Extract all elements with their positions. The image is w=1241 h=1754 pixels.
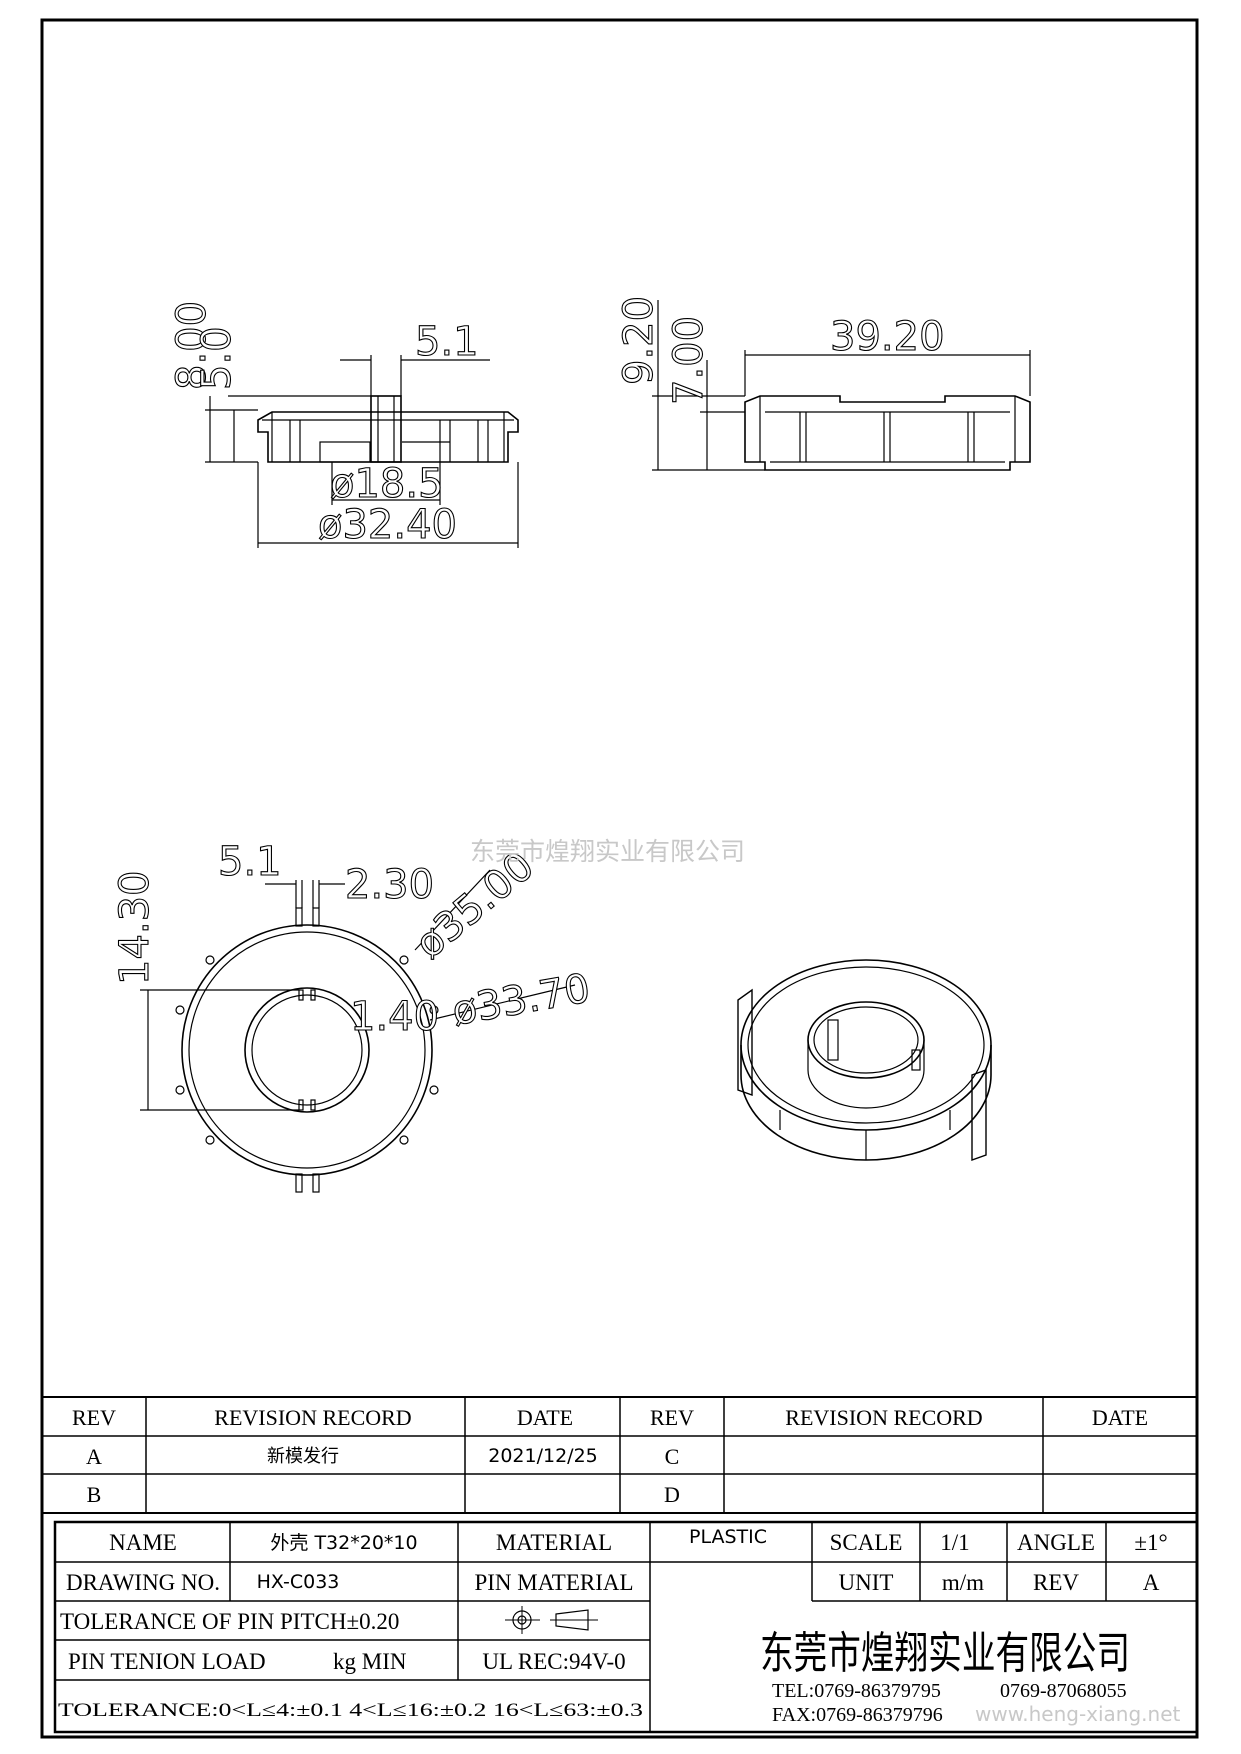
date-header-1: DATE bbox=[517, 1405, 573, 1430]
isometric-view bbox=[737, 959, 992, 1161]
scale-value: 1/1 bbox=[940, 1530, 969, 1555]
dim-side-height-total: 9.20 bbox=[616, 296, 662, 385]
dim-front-height-total: 8.00 bbox=[169, 301, 215, 390]
top-view bbox=[140, 869, 576, 1193]
record-header-2: REVISION RECORD bbox=[785, 1405, 982, 1430]
dim-front-inner-diameter: ø18.5 bbox=[330, 461, 444, 507]
rev-header-2: REV bbox=[650, 1405, 694, 1430]
rev-header-1: REV bbox=[72, 1405, 116, 1430]
pin-material-label: PIN MATERIAL bbox=[474, 1570, 633, 1595]
dim-top-pin-width: 2.30 bbox=[345, 862, 434, 908]
material-label: MATERIAL bbox=[496, 1530, 612, 1555]
pin-tension-label: PIN TENION LOAD bbox=[68, 1649, 266, 1674]
dim-top-height: 14.30 bbox=[112, 870, 158, 985]
row-a-record: 新模发行 bbox=[267, 1446, 339, 1467]
drawing-no-value: HX-C033 bbox=[257, 1571, 340, 1593]
ul-rec: UL REC:94V-0 bbox=[482, 1649, 625, 1674]
dim-top-body-diameter: ø33.70 bbox=[449, 965, 594, 1034]
company-name: 东莞市煌翔实业有限公司 bbox=[760, 1628, 1130, 1679]
dim-front-height-body: 5.0 bbox=[194, 326, 240, 390]
row-b-rev2: D bbox=[664, 1482, 680, 1507]
name-label: NAME bbox=[109, 1530, 177, 1555]
tolerance-pitch: TOLERANCE OF PIN PITCH±0.20 bbox=[60, 1609, 399, 1634]
unit-value: m/m bbox=[942, 1570, 984, 1595]
sheet-border bbox=[40, 18, 1199, 1739]
scale-label: SCALE bbox=[830, 1530, 903, 1555]
watermark-url: www.heng-xiang.net bbox=[975, 1702, 1181, 1726]
angle-value: ±1° bbox=[1134, 1530, 1167, 1555]
dim-top-inner-offset: 1.40 bbox=[350, 994, 439, 1040]
rev-label: REV bbox=[1033, 1570, 1079, 1595]
drawing-no-label: DRAWING NO. bbox=[66, 1570, 220, 1595]
watermark-center: 东莞市煌翔实业有限公司 bbox=[470, 837, 745, 866]
title-block-grid bbox=[53, 1520, 1199, 1734]
row-a-rev2: C bbox=[665, 1444, 680, 1469]
dim-front-outer-diameter: ø32.40 bbox=[318, 502, 457, 548]
dim-side-height-body: 7.00 bbox=[666, 316, 712, 405]
date-header-2: DATE bbox=[1092, 1405, 1148, 1430]
front-view bbox=[205, 355, 519, 548]
row-a-date: 2021/12/25 bbox=[488, 1445, 598, 1467]
dim-side-width: 39.20 bbox=[830, 314, 945, 360]
rev-value: A bbox=[1143, 1570, 1160, 1595]
company-tel2: 0769-87068055 bbox=[1000, 1680, 1127, 1702]
material-value: PLASTIC bbox=[689, 1526, 767, 1548]
row-b-rev: B bbox=[87, 1482, 102, 1507]
company-fax: FAX:0769-86379796 bbox=[772, 1704, 943, 1726]
pin-tension-unit: kg MIN bbox=[333, 1649, 407, 1674]
name-value: 外壳 T32*20*10 bbox=[270, 1532, 417, 1554]
angle-label: ANGLE bbox=[1017, 1530, 1095, 1555]
unit-label: UNIT bbox=[839, 1570, 894, 1595]
record-header-1: REVISION RECORD bbox=[214, 1405, 411, 1430]
row-a-rev: A bbox=[86, 1444, 102, 1469]
dim-front-pin-width: 5.1 bbox=[415, 319, 479, 365]
company-tel: TEL:0769-86379795 bbox=[772, 1680, 941, 1702]
tolerance-general: TOLERANCE:0<L≤4:±0.1 4<L≤16:±0.2 16<L≤63… bbox=[58, 1700, 643, 1721]
side-view bbox=[652, 300, 1031, 471]
dim-top-pin-spacing: 5.1 bbox=[218, 839, 282, 885]
revision-table bbox=[41, 1396, 1198, 1514]
